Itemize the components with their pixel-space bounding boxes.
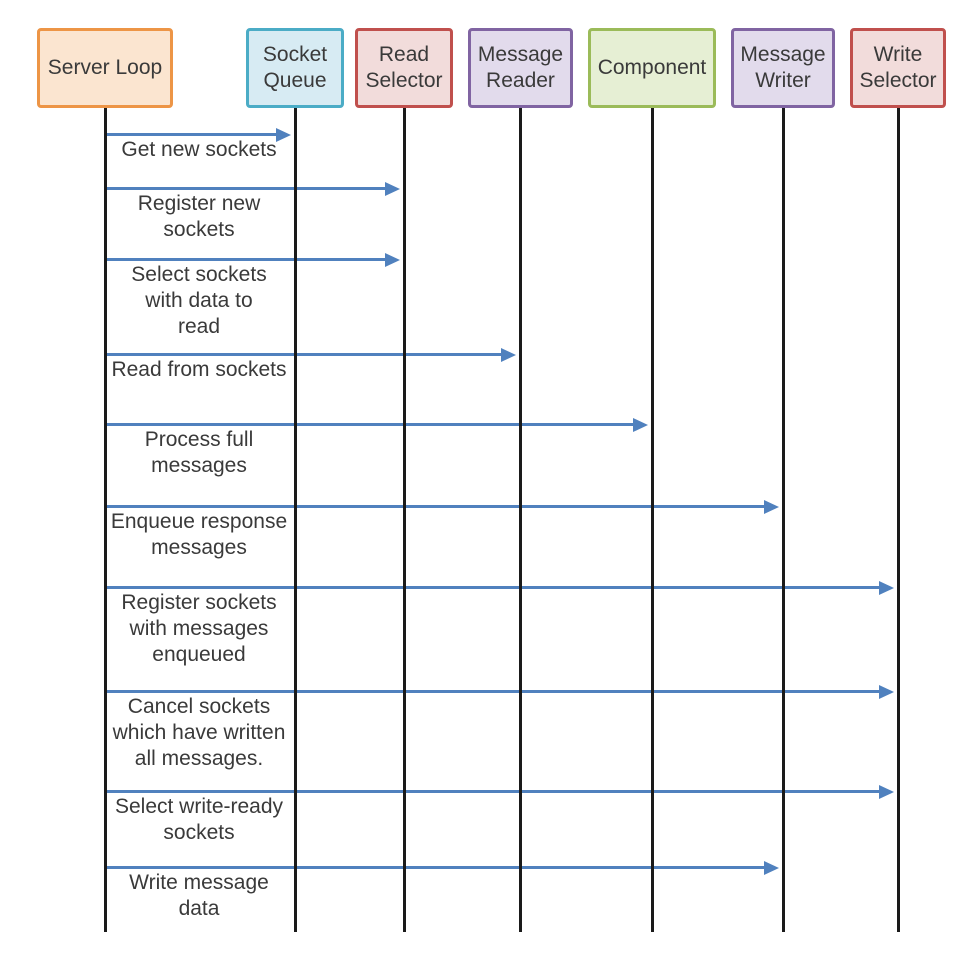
message-arrow-line <box>105 423 635 426</box>
lifeline-write-selector <box>896 108 900 932</box>
message-arrowhead <box>879 685 894 699</box>
message-label: Register new sockets <box>137 192 261 241</box>
actor-box-message-writer: Message Writer <box>731 28 835 108</box>
message-arrow-line <box>105 133 278 136</box>
message-arrowhead <box>764 500 779 514</box>
actor-label-read-selector: Read Selector <box>365 43 443 92</box>
actor-label-server-loop: Server Loop <box>47 56 163 79</box>
message-arrow-line <box>105 505 766 508</box>
lifeline-message-writer <box>781 108 785 932</box>
message-arrowhead <box>879 581 894 595</box>
message-arrowhead <box>879 785 894 799</box>
actor-label-message-reader: Message Reader <box>477 43 564 92</box>
actor-label-socket-queue: Socket Queue <box>262 43 328 92</box>
message-label: Cancel sockets which have written all me… <box>112 695 286 770</box>
message-label: Read from sockets <box>111 358 287 381</box>
actor-label-component: Component <box>597 56 707 79</box>
message-arrowhead <box>385 253 400 267</box>
message-label: Get new sockets <box>121 138 277 161</box>
message-arrow-line <box>105 353 503 356</box>
message-arrow-line <box>105 690 881 693</box>
lifeline-server-loop <box>103 108 107 932</box>
actor-label-message-writer: Message Writer <box>740 43 826 92</box>
message-label: Select sockets with data to read <box>131 263 267 338</box>
message-label: Write message data <box>129 871 269 920</box>
actor-label-write-selector: Write Selector <box>859 43 937 92</box>
message-arrowhead <box>501 348 516 362</box>
actor-box-read-selector: Read Selector <box>355 28 453 108</box>
message-label: Select write-ready sockets <box>114 795 284 844</box>
message-label: Enqueue response messages <box>110 510 288 559</box>
actor-box-socket-queue: Socket Queue <box>246 28 344 108</box>
message-arrowhead <box>385 182 400 196</box>
message-arrow-line <box>105 866 766 869</box>
message-label: Register sockets with messages enqueued <box>121 591 277 666</box>
message-arrow-line <box>105 586 881 589</box>
message-label: Process full messages <box>144 428 254 477</box>
lifeline-read-selector <box>402 108 406 932</box>
message-arrow-line <box>105 187 387 190</box>
message-arrow-line <box>105 790 881 793</box>
actor-box-message-reader: Message Reader <box>468 28 573 108</box>
message-arrowhead <box>276 128 291 142</box>
message-arrowhead <box>633 418 648 432</box>
message-arrowhead <box>764 861 779 875</box>
message-arrow-line <box>105 258 387 261</box>
lifeline-component <box>650 108 654 932</box>
lifeline-socket-queue <box>293 108 297 932</box>
actor-box-server-loop: Server Loop <box>37 28 173 108</box>
actor-box-write-selector: Write Selector <box>850 28 946 108</box>
actor-box-component: Component <box>588 28 716 108</box>
lifeline-message-reader <box>518 108 522 932</box>
